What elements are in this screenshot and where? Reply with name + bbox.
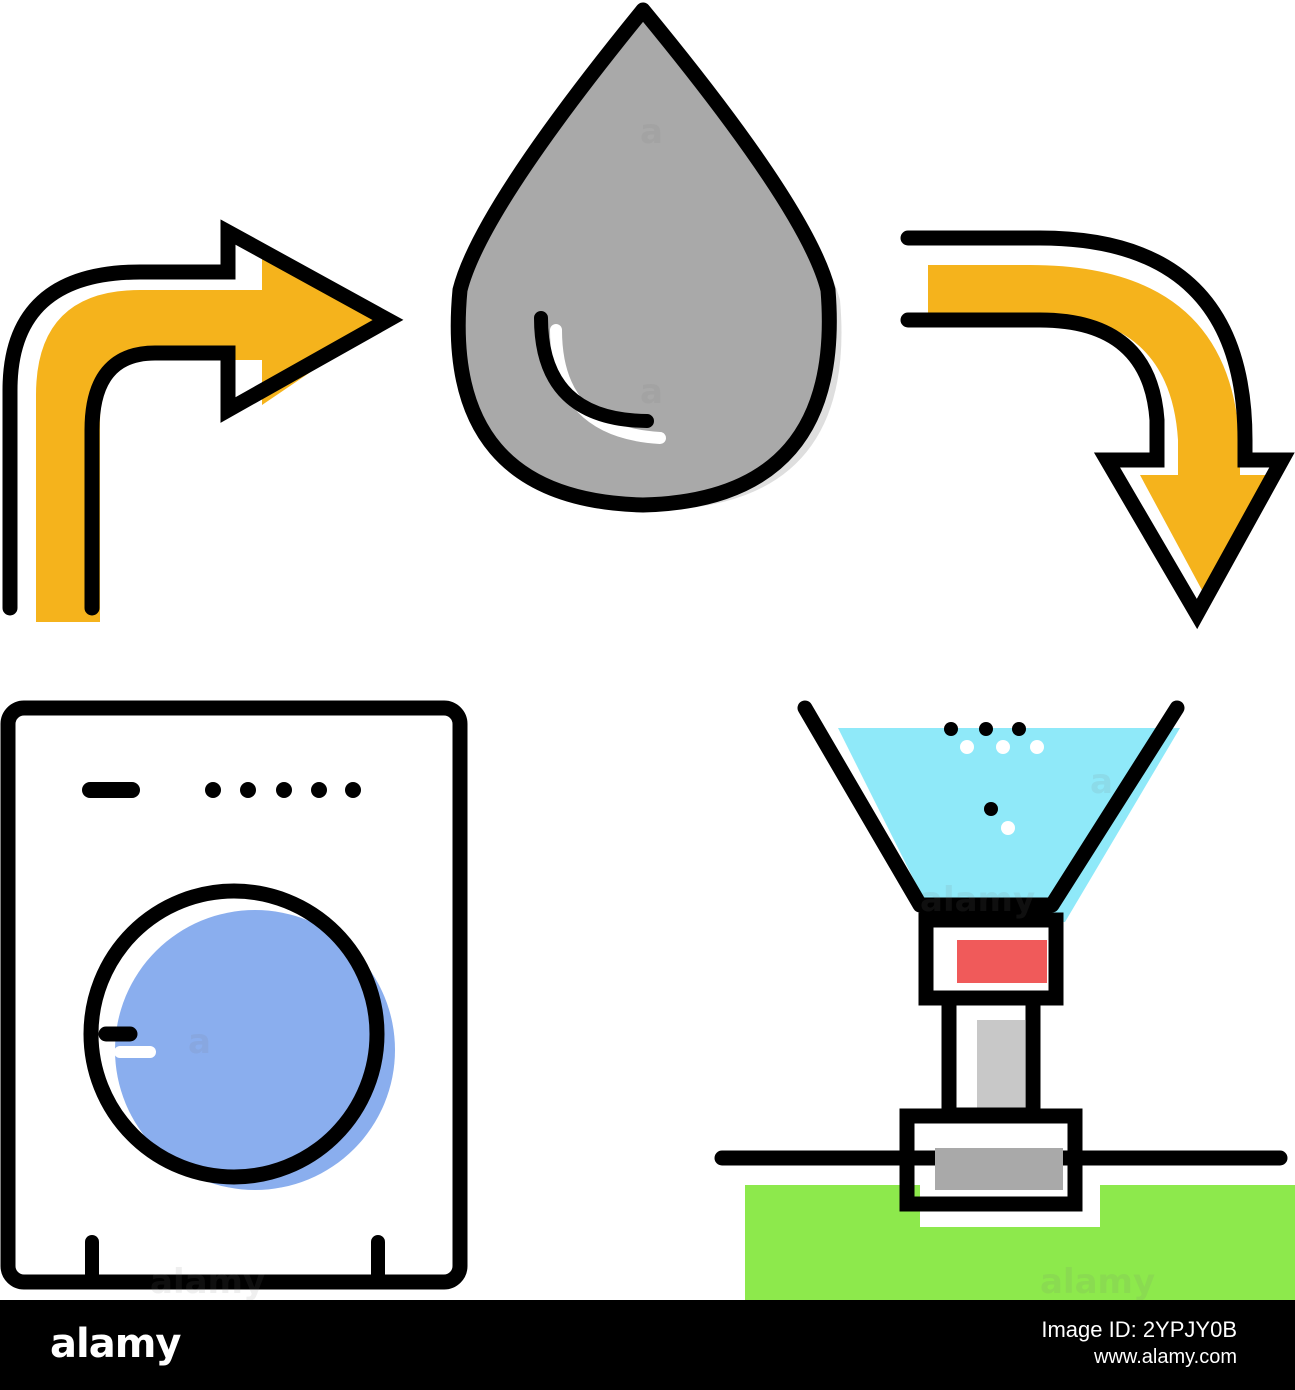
drop-inner-curve — [534, 311, 654, 428]
footer-bar: alamy Image ID: 2YPJY0B www.alamy.com — [0, 1300, 1295, 1390]
drum-outline — [83, 883, 385, 1185]
bubbles — [944, 722, 1044, 835]
arrow-right-fill — [36, 245, 380, 622]
image-id: Image ID: 2YPJY0B — [1041, 1317, 1237, 1342]
curved-arrow-right-icon — [2, 219, 404, 622]
alamy-logo[interactable]: alamy — [50, 1321, 181, 1367]
site-link[interactable]: www.alamy.com — [1094, 1346, 1237, 1368]
arrow-down-outline — [900, 230, 1295, 630]
drum-fill — [115, 910, 395, 1190]
arrow-right-outline — [2, 219, 404, 616]
arrow-down-fill — [928, 265, 1280, 605]
indicator-dots — [205, 782, 361, 798]
water-filter-funnel-icon — [714, 700, 1295, 1300]
curved-arrow-down-icon — [900, 230, 1295, 630]
base-gray — [935, 1148, 1063, 1190]
washing-machine-icon — [0, 700, 468, 1290]
valve-red — [957, 940, 1047, 983]
water-recycling-illustration — [0, 2, 1295, 1300]
funnel-outline — [797, 700, 1185, 913]
base-outline — [899, 1108, 1083, 1212]
pipe-fill — [977, 1020, 1025, 1112]
water-drop-icon — [450, 2, 842, 513]
footer-info: Image ID: 2YPJY0B www.alamy.com — [1041, 1316, 1237, 1370]
